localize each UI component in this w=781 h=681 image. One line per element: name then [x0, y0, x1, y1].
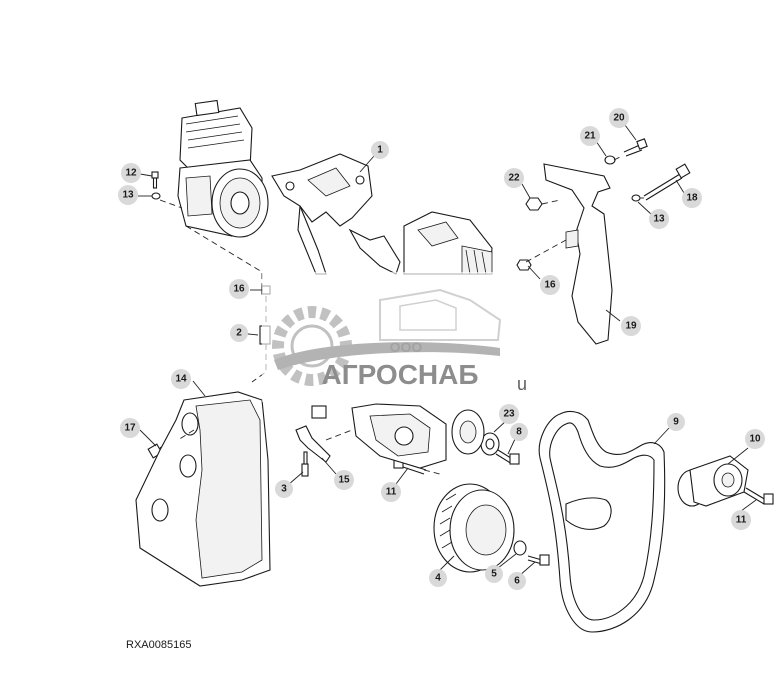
watermark-suffix: u	[517, 374, 527, 394]
callout-5: 5	[485, 565, 503, 583]
svg-text:6: 6	[514, 576, 520, 587]
callout-3: 3	[275, 480, 293, 498]
callout-17: 17	[120, 418, 140, 438]
callout-14: 14	[171, 369, 191, 389]
callout-23: 23	[499, 404, 519, 424]
crankshaft-pulley	[433, 483, 515, 573]
callout-20: 20	[609, 108, 629, 128]
svg-text:16: 16	[544, 280, 556, 291]
watermark-prefix: ООО	[390, 339, 423, 355]
svg-text:19: 19	[625, 321, 637, 332]
callout-4: 4	[429, 569, 447, 587]
callout-16-right: 16	[540, 275, 560, 295]
callout-8: 8	[510, 423, 528, 441]
callout-15: 15	[334, 470, 354, 490]
svg-text:10: 10	[749, 434, 761, 445]
callout-18: 18	[682, 188, 702, 208]
callout-12: 12	[121, 163, 141, 183]
callout-10: 10	[745, 429, 765, 449]
svg-text:13: 13	[653, 214, 665, 225]
alternator-upper	[403, 211, 493, 275]
belt-guard	[135, 391, 271, 587]
svg-text:9: 9	[673, 417, 679, 428]
svg-text:11: 11	[386, 487, 397, 498]
alternator-lower	[351, 403, 447, 469]
callout-6: 6	[508, 572, 526, 590]
svg-text:4: 4	[435, 573, 441, 584]
svg-text:17: 17	[124, 423, 136, 434]
svg-text:21: 21	[584, 131, 596, 142]
mounting-bracket	[271, 153, 401, 275]
svg-text:3: 3	[281, 484, 287, 495]
callout-1: 1	[371, 141, 389, 159]
svg-text:11: 11	[736, 515, 747, 526]
company-watermark: ООО АГРОСНАБ u	[262, 272, 530, 402]
callout-16-left: 16	[229, 279, 249, 299]
callout-21: 21	[580, 126, 600, 146]
belt-shield-plate	[543, 163, 613, 345]
air-compressor	[177, 99, 269, 238]
callout-2: 2	[230, 324, 248, 342]
figure-reference-code: RXA0085165	[126, 639, 192, 651]
svg-text:5: 5	[491, 569, 497, 580]
idler-pulley	[451, 409, 485, 455]
watermark-company-name: АГРОСНАБ	[322, 359, 479, 390]
callout-13-left: 13	[118, 185, 138, 205]
callout-19: 19	[621, 316, 641, 336]
svg-text:23: 23	[503, 409, 515, 420]
svg-text:16: 16	[233, 284, 245, 295]
svg-text:15: 15	[338, 475, 350, 486]
svg-text:2: 2	[236, 328, 242, 339]
svg-text:22: 22	[508, 173, 520, 184]
svg-text:13: 13	[122, 190, 134, 201]
svg-text:20: 20	[613, 113, 625, 124]
callout-9: 9	[667, 413, 685, 431]
belt-tensioner	[677, 455, 749, 507]
svg-text:12: 12	[125, 168, 137, 179]
svg-text:8: 8	[516, 427, 522, 438]
svg-text:1: 1	[377, 145, 383, 156]
hardware-fasteners	[147, 138, 774, 566]
callout-11-right: 11	[731, 510, 751, 530]
callout-13-right: 13	[649, 209, 669, 229]
callout-bubbles: 1 2 3 4 5 6 8 9 10 11 11 12 13 13 14	[118, 108, 765, 590]
callout-22: 22	[504, 168, 524, 188]
small-bracket	[295, 405, 331, 463]
svg-text:14: 14	[175, 374, 187, 385]
callout-11-middle: 11	[381, 482, 401, 502]
serpentine-belt	[538, 410, 666, 633]
svg-text:18: 18	[686, 193, 698, 204]
